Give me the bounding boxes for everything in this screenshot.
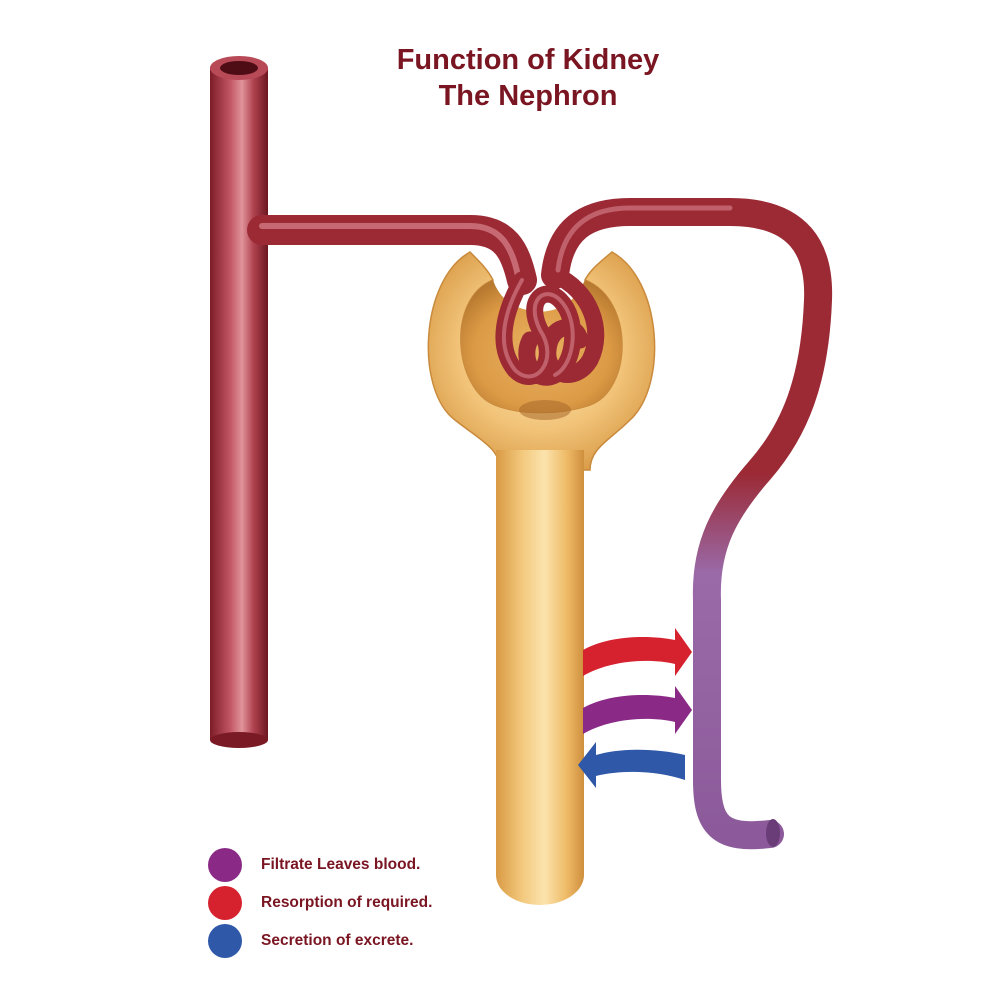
renal-artery-vertical [210, 56, 268, 748]
title-line-1: Function of Kidney [396, 44, 660, 76]
efferent-arteriole [541, 198, 833, 850]
legend-item-resorption: Resorption of required. [208, 884, 432, 922]
renal-tubule [496, 450, 584, 905]
arrow-filtrate-purple [583, 686, 692, 734]
purple-circle-icon [208, 848, 242, 882]
arrow-resorption-red [583, 628, 692, 676]
diagram-title: Function of Kidney The Nephron [0, 42, 1000, 114]
arrow-secretion-blue [578, 742, 685, 788]
legend-label: Filtrate Leaves blood. [261, 856, 421, 873]
legend-item-secretion: Secretion of excrete. [208, 922, 432, 960]
legend: Filtrate Leaves blood. Resorption of req… [208, 846, 432, 960]
red-circle-icon [208, 886, 242, 920]
legend-item-filtrate: Filtrate Leaves blood. [208, 846, 432, 884]
blue-circle-icon [208, 924, 242, 958]
title-line-2: The Nephron [438, 80, 618, 112]
vein-outlet [766, 819, 780, 847]
legend-label: Resorption of required. [261, 894, 433, 911]
glomerulus [495, 266, 605, 386]
legend-label: Secretion of excrete. [261, 932, 414, 949]
